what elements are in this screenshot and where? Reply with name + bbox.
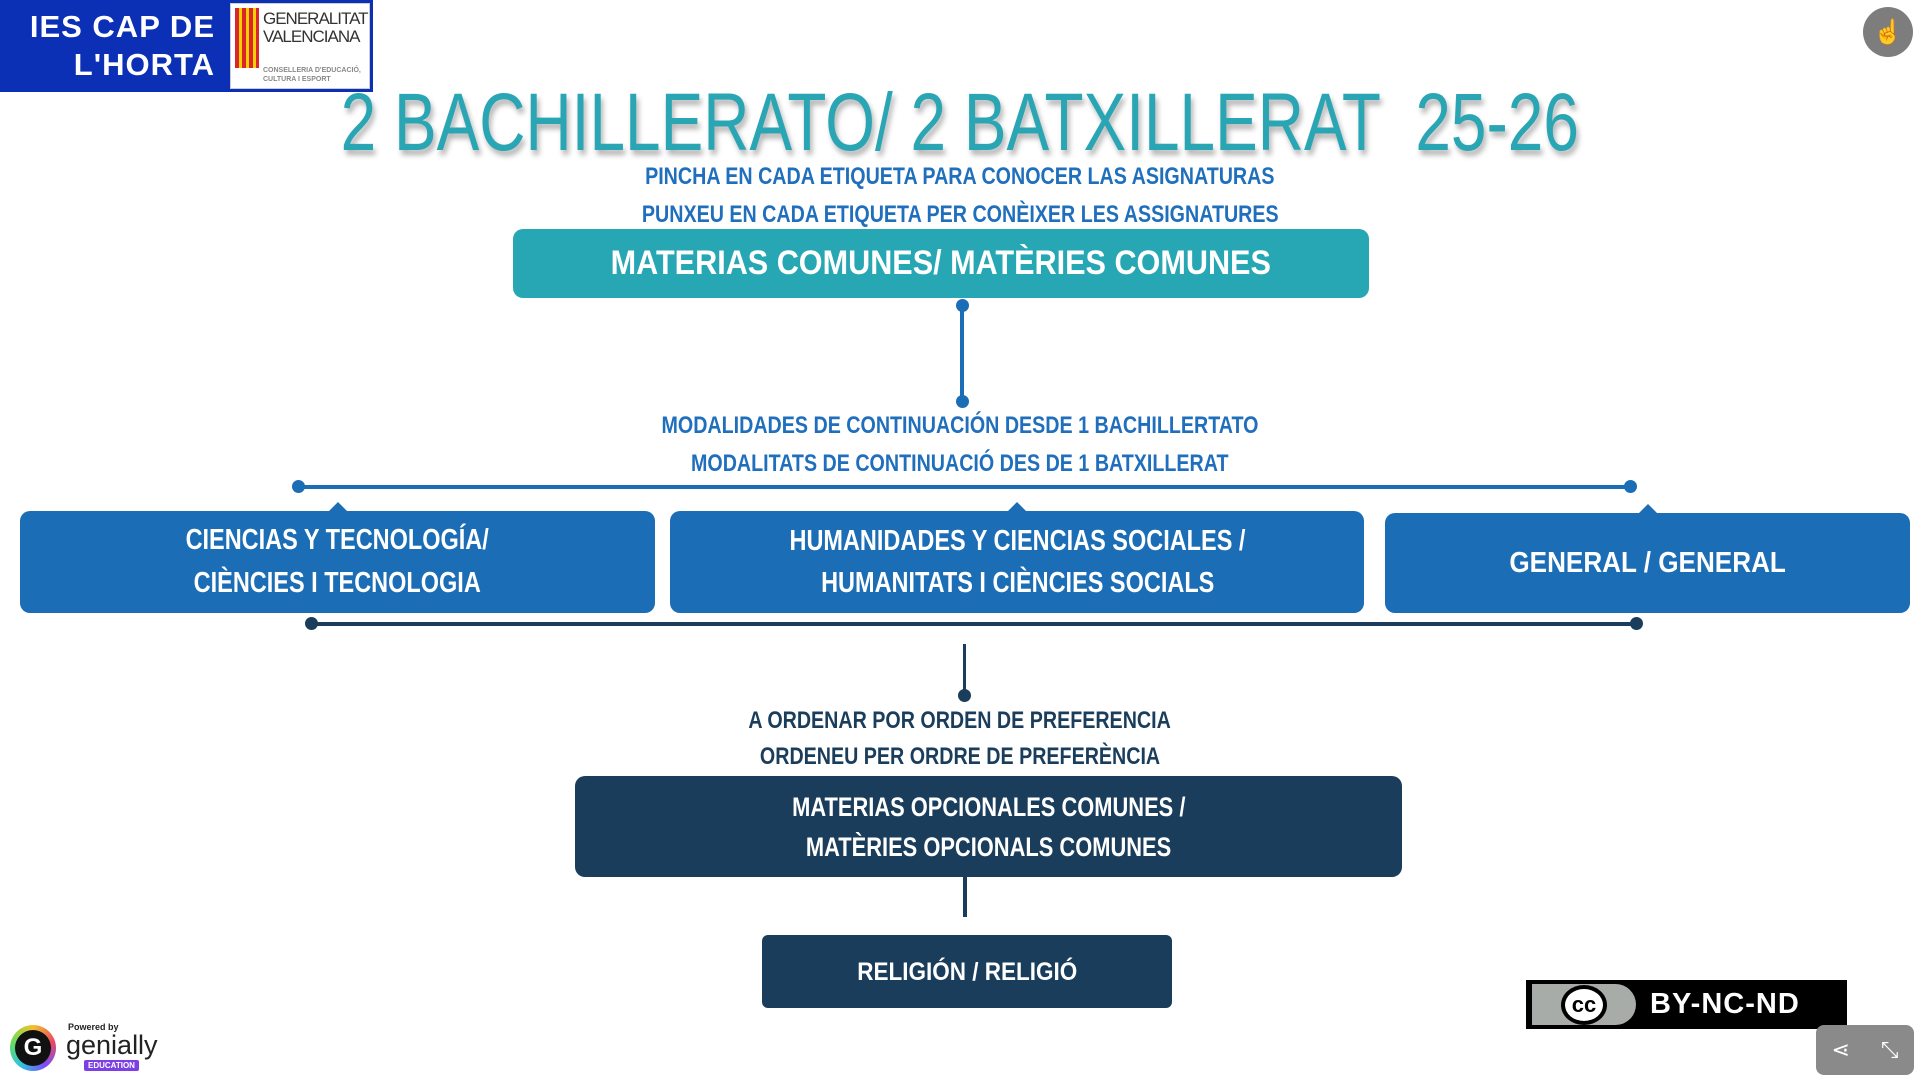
interactive-hand-button[interactable]: ☝ bbox=[1863, 7, 1913, 57]
connector-dot bbox=[1630, 617, 1643, 630]
optional-subjects-button[interactable]: MATERIAS OPCIONALES COMUNES /MATÈRIES OP… bbox=[575, 776, 1402, 877]
connector-dot bbox=[292, 480, 305, 493]
school-name: IES CAP DE L'HORTA bbox=[29, 9, 215, 82]
notch bbox=[1639, 504, 1657, 513]
notch bbox=[1008, 502, 1026, 511]
order-label-va: ORDENEU PER ORDRE DE PREFERÈNCIA bbox=[759, 743, 1161, 770]
notch bbox=[329, 502, 347, 511]
genially-badge[interactable]: G Powered by genially EDUCATION bbox=[10, 1022, 160, 1072]
genially-logo-icon: G bbox=[10, 1025, 56, 1071]
hand-pointer-icon: ☝ bbox=[1873, 18, 1903, 46]
modalities-label-es: MODALIDADES DE CONTINUACIÓN DESDE 1 BACH… bbox=[661, 412, 1259, 439]
cc-license-badge[interactable]: cc BY-NC-ND bbox=[1526, 980, 1847, 1029]
school-logo: IES CAP DE L'HORTA GENERALITAT VALENCIAN… bbox=[0, 0, 373, 92]
exit-fullscreen-icon[interactable]: ⤡ bbox=[1880, 1037, 1899, 1062]
religion-button[interactable]: RELIGIÓN / RELIGIÓ bbox=[762, 935, 1172, 1008]
modalities-line bbox=[299, 485, 1631, 489]
connector-line bbox=[963, 877, 967, 917]
conselleria-name: CONSELLERIA D'EDUCACIÓ, CULTURA I ESPORT bbox=[263, 67, 361, 83]
connector-line bbox=[960, 305, 964, 402]
page-title: 2 BACHILLERATO/ 2 BATXILLERAT 25-26 bbox=[340, 77, 1580, 168]
powered-by: Powered by bbox=[68, 1022, 119, 1032]
education-tag: EDUCATION bbox=[84, 1060, 139, 1071]
connector-dot bbox=[305, 617, 318, 630]
modality-humanities-button[interactable]: HUMANIDADES Y CIENCIAS SOCIALES /HUMANIT… bbox=[670, 511, 1364, 613]
share-icon[interactable]: ⋖ bbox=[1831, 1037, 1850, 1062]
modalities-label-va: MODALITATS DE CONTINUACIÓ DES DE 1 BATXI… bbox=[691, 450, 1229, 477]
common-subjects-button[interactable]: MATERIAS COMUNES/ MATÈRIES COMUNES bbox=[513, 229, 1369, 298]
modality-sciences-button[interactable]: CIENCIAS Y TECNOLOGÍA/CIÈNCIES I TECNOLO… bbox=[20, 511, 655, 613]
connector-dot bbox=[956, 299, 969, 312]
viewer-controls: ⋖ ⤡ bbox=[1816, 1025, 1914, 1075]
coat-of-arms-icon bbox=[235, 8, 259, 68]
creative-commons-icon: cc bbox=[1561, 984, 1607, 1025]
generalitat-name: GENERALITAT VALENCIANA bbox=[263, 9, 368, 46]
modality-general-button[interactable]: GENERAL / GENERAL bbox=[1385, 513, 1910, 613]
connector-line bbox=[963, 644, 966, 692]
generalitat-logo: GENERALITAT VALENCIANA CONSELLERIA D'EDU… bbox=[230, 3, 370, 89]
genially-brand: genially bbox=[66, 1030, 158, 1060]
license-text: BY-NC-ND bbox=[1650, 988, 1800, 1020]
connector-dot bbox=[1624, 480, 1637, 493]
connector-dot bbox=[958, 689, 971, 702]
modalities-bottom-line bbox=[312, 622, 1636, 626]
instruction-va: PUNXEU EN CADA ETIQUETA PER CONÈIXER LES… bbox=[641, 201, 1279, 228]
instruction-es: PINCHA EN CADA ETIQUETA PARA CONOCER LAS… bbox=[645, 163, 1275, 190]
order-label-es: A ORDENAR POR ORDEN DE PREFERENCIA bbox=[748, 707, 1172, 734]
connector-dot bbox=[956, 395, 969, 408]
